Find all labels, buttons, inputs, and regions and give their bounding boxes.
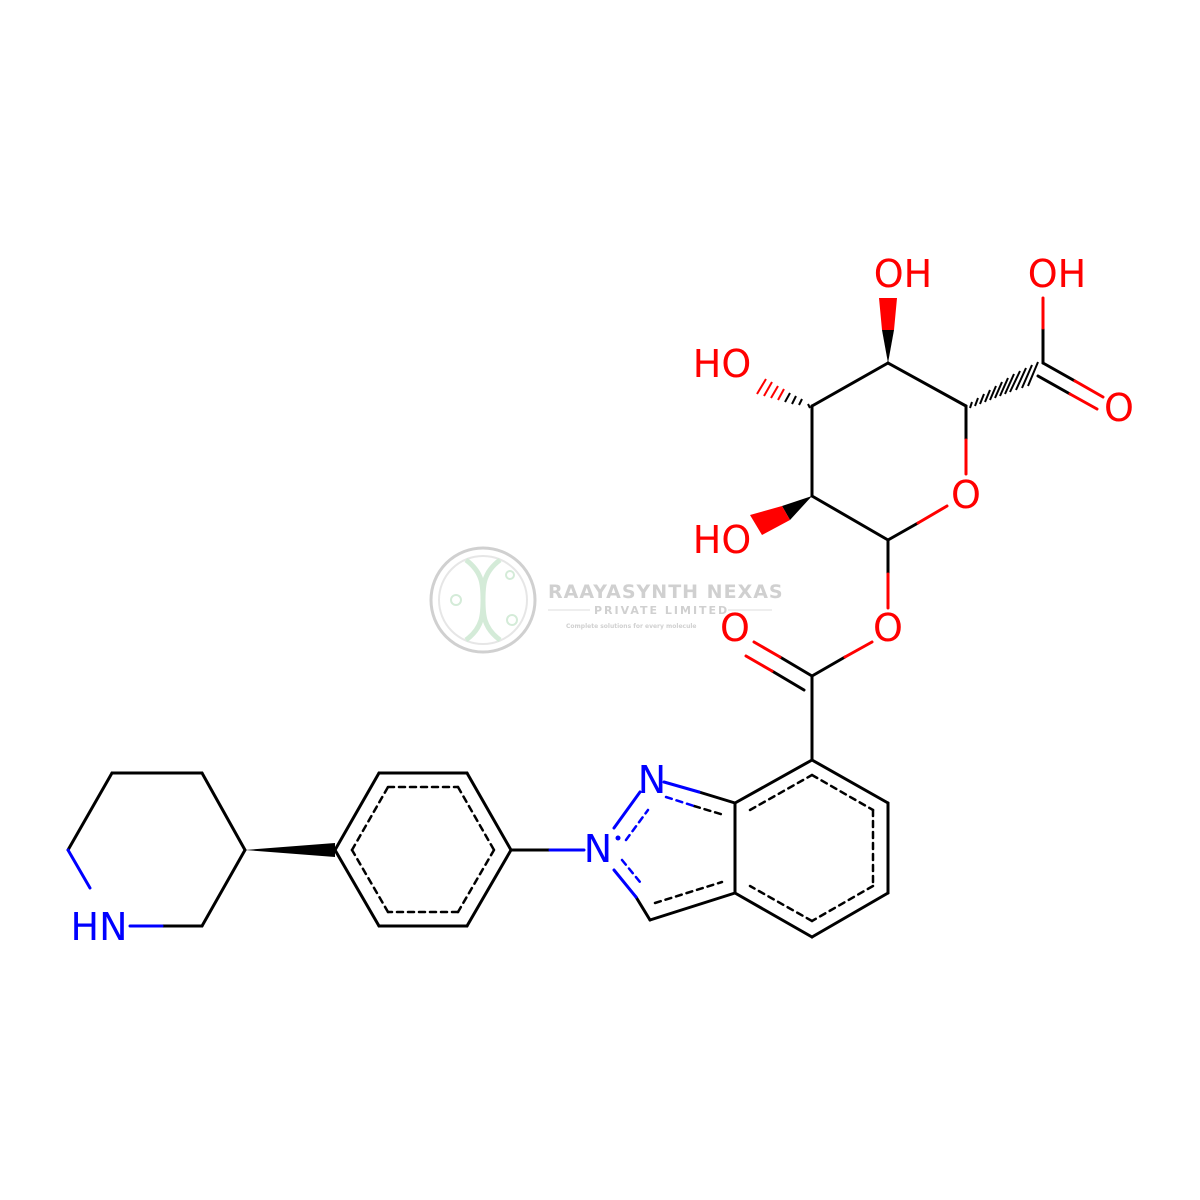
bond-o [1073, 379, 1105, 399]
wedge-bond [245, 843, 335, 857]
atom-label-layer: OH OH HO O O HO O O N N HN [71, 252, 1134, 949]
bond [1036, 374, 1072, 396]
bond [200, 848, 247, 928]
bond [810, 494, 890, 542]
bond [810, 891, 890, 939]
aromatic-dashes [748, 773, 875, 923]
bond-n-aromatic [664, 795, 696, 808]
bond [465, 771, 513, 852]
bond [200, 771, 247, 852]
atom-label-oh-top: OH [874, 252, 932, 296]
bond [810, 758, 890, 805]
atom-label-o-ester: O [873, 606, 903, 650]
atom-label-n-indazole-2: N [584, 827, 612, 871]
watermark-ring-inner [438, 555, 528, 645]
bond [886, 521, 920, 542]
bond [465, 848, 513, 928]
wedge-bond-o [750, 506, 790, 535]
bond-n-aromatic [624, 808, 650, 842]
bond [634, 895, 652, 922]
bond-layer [66, 326, 1077, 939]
bond-n-aromatic [620, 858, 642, 884]
atom-label-ho-lower: HO [693, 518, 751, 562]
bond [733, 758, 814, 805]
atom-label-ho-left: HO [693, 342, 751, 386]
hetero-bond-layer [66, 296, 1105, 928]
atom-label-oh-acid: OH [1028, 252, 1086, 296]
watermark-ring [429, 546, 537, 654]
wedge-bond [882, 330, 894, 363]
bond-o [752, 640, 782, 659]
aromatic-dashes [350, 785, 496, 914]
hash-bond [756, 378, 811, 409]
atom-label-o-acid-carbonyl: O [1104, 386, 1134, 430]
bond [810, 655, 847, 678]
bond-n [612, 790, 642, 830]
watermark-subtitle: PRIVATE LIMITED [594, 604, 729, 617]
bond-o [1068, 392, 1099, 411]
bond-o [916, 504, 949, 525]
dna-helix-logo-icon [450, 557, 518, 643]
atom-label-o-ester-carbonyl: O [720, 606, 750, 650]
bond-o [843, 640, 874, 659]
bond [648, 891, 737, 922]
bond-aromatic [692, 804, 726, 817]
bond-n [66, 848, 92, 890]
bond-aromatic [653, 880, 724, 905]
watermark-tagline: Complete solutions for every molecule [566, 623, 696, 630]
bond-o [744, 654, 774, 673]
bond [770, 669, 806, 692]
bond-n [612, 868, 638, 899]
bond [810, 361, 890, 408]
wedge-bond-o [879, 298, 897, 330]
atom-label-nh-piperidine: HN [71, 905, 128, 949]
bond [66, 771, 114, 852]
bond [333, 848, 381, 928]
bond [733, 891, 814, 939]
bond [333, 771, 381, 852]
atom-label-o-ring: O [951, 473, 981, 517]
bond [886, 361, 968, 408]
watermark: RAAYASYNTH NEXAS PRIVATE LIMITED Complet… [429, 546, 784, 654]
bond [697, 790, 737, 805]
bond [1041, 361, 1077, 383]
bond-n [662, 780, 701, 794]
atom-label-n-indazole-1: N [638, 758, 666, 802]
hash-bond [969, 361, 1039, 409]
watermark-name: RAAYASYNTH NEXAS [548, 581, 784, 603]
atom-charge-dot [615, 835, 621, 841]
wedge-bond [782, 496, 812, 520]
stereo-bond-layer [245, 298, 1039, 857]
bond [778, 655, 814, 678]
